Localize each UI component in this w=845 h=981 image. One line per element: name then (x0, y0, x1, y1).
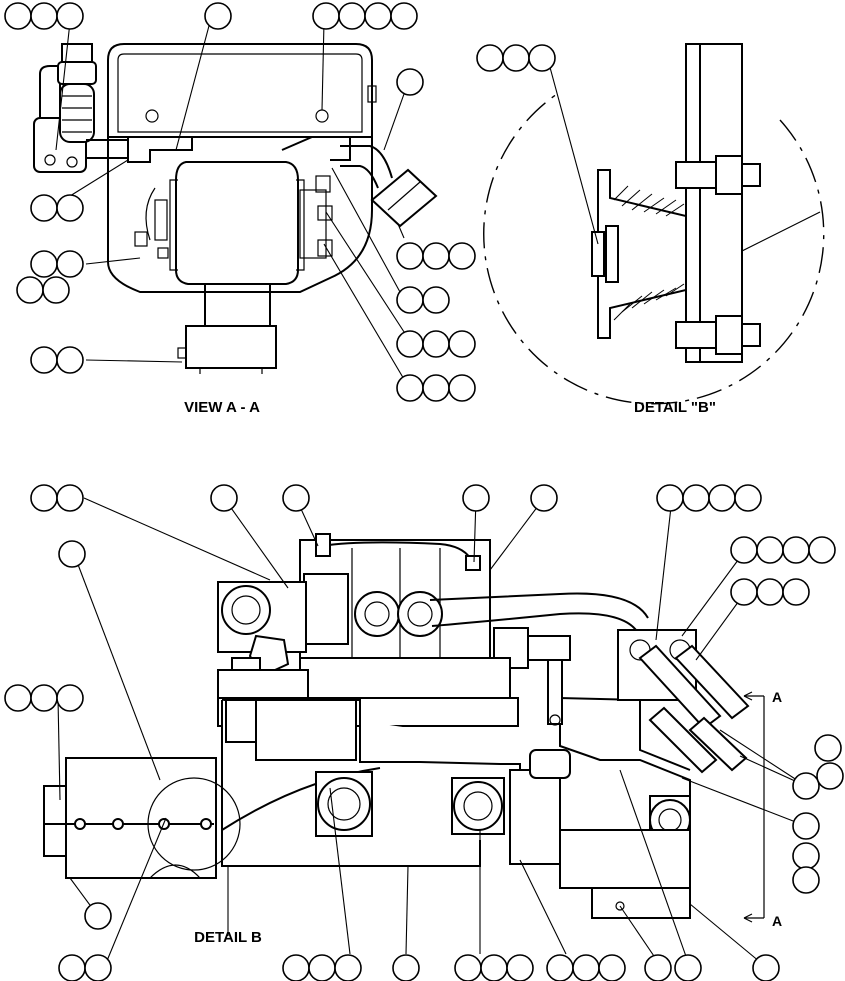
view-aa-caption: VIEW A - A (184, 399, 260, 416)
section-line-aa: A A (743, 689, 782, 929)
main-flange-center (451, 777, 505, 835)
main-side-view: A A DETAIL B (43, 497, 807, 969)
detail-b-hatching (613, 185, 685, 321)
view-aa: VIEW A - A (33, 21, 438, 416)
detail-b-reference: DETAIL B (194, 929, 262, 946)
section-mark-top: A (772, 689, 782, 705)
detail-b-caption: DETAIL "B" (634, 399, 716, 416)
main-flange-left (315, 771, 373, 837)
section-mark-bottom: A (772, 913, 782, 929)
balloon-callouts (4, 2, 844, 981)
detail-b-view: DETAIL "B" (483, 43, 825, 416)
